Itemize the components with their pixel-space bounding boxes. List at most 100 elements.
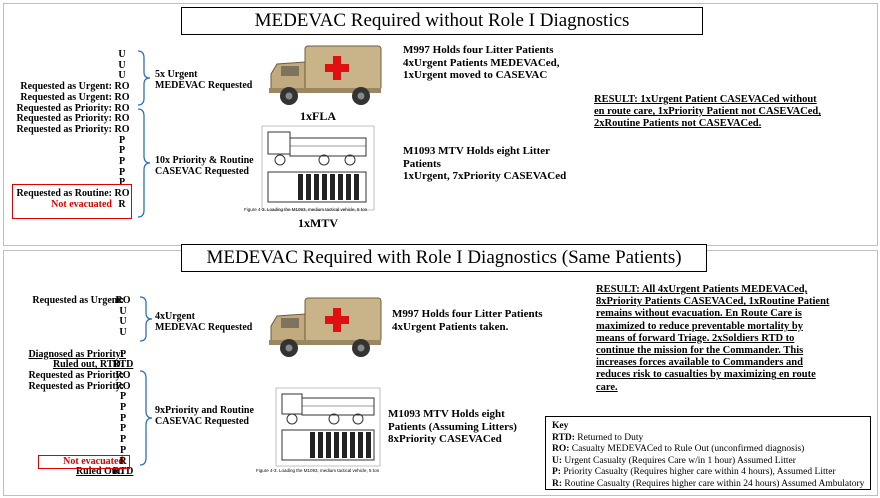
list-item xyxy=(6,307,124,318)
bottom-codes: RO U U U P RTD RO RO P P P P P P R RTD xyxy=(112,295,134,478)
list-item xyxy=(6,392,124,403)
list-item xyxy=(6,403,124,414)
casualty-code: P xyxy=(119,444,127,456)
text-line: M1093 MTV Holds eight xyxy=(388,408,505,420)
bottom-left-labels: Requested as Urgent: Diagnosed as Priori… xyxy=(6,295,124,478)
casualty-code: P xyxy=(118,145,126,157)
list-item xyxy=(6,317,124,328)
text-line: en route care, 1xPriority Patient not CA… xyxy=(594,106,821,118)
text-line: care. xyxy=(596,381,618,393)
casualty-code: P xyxy=(118,166,126,178)
text-line: Patients (Assuming Litters) xyxy=(388,420,517,433)
casualty-code xyxy=(112,339,134,350)
key-item: P: Priority Casualty (Requires higher ca… xyxy=(552,467,836,477)
top-bracket-2 xyxy=(137,108,151,218)
not-evacuated-box xyxy=(38,455,130,469)
not-evacuated-label: Not evacuated xyxy=(63,455,124,467)
list-item: Requested as Urgent: xyxy=(20,81,112,93)
key-item: RTD: Returned to Duty xyxy=(552,432,644,443)
casualty-code: P xyxy=(119,423,127,435)
casualty-code: RO xyxy=(115,380,131,392)
list-item xyxy=(6,424,124,435)
list-item: Requested as Priority: xyxy=(28,369,124,381)
bottom-group2-label: 9xPriority and Routine CASEVAC Requested xyxy=(155,405,254,427)
top-mtv-text: M1093 MTV Holds eight Litter Patients 1x… xyxy=(403,145,566,183)
not-evacuated-box xyxy=(12,184,132,219)
list-item: Requested as Urgent: xyxy=(32,295,124,306)
bottom-mtv-text: M1093 MTV Holds eight Patients (Assuming… xyxy=(388,408,517,446)
list-item: Requested as Priority: xyxy=(16,113,112,125)
casualty-code: P xyxy=(119,412,127,424)
list-item xyxy=(6,61,112,72)
text-line: RESULT: 1xUrgent Patient CASEVACed witho… xyxy=(594,94,817,105)
top-left-labels: Requested as Urgent: Requested as Urgent… xyxy=(6,50,112,211)
text-line: M997 Holds four Litter Patients xyxy=(403,44,554,56)
casualty-code: RTD xyxy=(112,359,134,371)
list-item xyxy=(6,50,112,61)
ambulance-icon xyxy=(269,297,382,357)
list-item xyxy=(6,146,112,157)
top-bracket-1 xyxy=(137,50,151,106)
top-group2-label: 10x Priority & Routine CASEVAC Requested xyxy=(155,155,254,177)
text-line: M1093 MTV Holds eight Litter xyxy=(403,145,551,157)
text-line: 2xRoutine Patients not CASEVACed. xyxy=(594,118,762,130)
key-item: RO: Casualty MEDEVACed to Rule Out (unco… xyxy=(552,444,805,454)
text-line: 4xUrgent Patients MEDEVACed, xyxy=(403,56,560,69)
casualty-code: R xyxy=(119,455,127,467)
top-result: RESULT: 1xUrgent Patient CASEVACed witho… xyxy=(594,94,821,131)
text-line: 4xUrgent Patients taken. xyxy=(392,320,509,333)
bottom-fla-text: M997 Holds four Litter Patients 4xUrgent… xyxy=(392,308,543,333)
casualty-code: RO xyxy=(114,91,130,103)
list-item xyxy=(6,435,124,446)
text-line: remains without evacuation. En Route Car… xyxy=(596,308,802,320)
list-item: Requested as Priority: xyxy=(28,380,124,392)
bottom-result: RESULT: All 4xUrgent Patients MEDEVACed,… xyxy=(596,284,829,394)
text-line: Patients xyxy=(403,157,441,170)
casualty-code: U xyxy=(118,49,126,60)
casualty-code: R xyxy=(118,198,126,210)
mtv-caption: 1xMTV xyxy=(298,216,338,230)
casualty-code: RO xyxy=(114,123,130,135)
casualty-code: P xyxy=(118,134,126,146)
list-item: Requested as Routine: xyxy=(16,188,112,200)
text-line: reduces risk to casualties by maximizing… xyxy=(596,369,816,381)
list-item: Requested as Priority: xyxy=(16,123,112,135)
list-item: Ruled out, RTD: xyxy=(52,359,124,371)
top-codes: U U U RO RO RO RO RO P P P P P RO R xyxy=(112,49,132,211)
bottom-group1-label: 4xUrgent MEDEVAC Requested xyxy=(155,311,253,333)
key-title: Key xyxy=(552,421,569,431)
mtv-truck-icon xyxy=(275,387,381,467)
list-item: Diagnosed as Priority: xyxy=(28,348,124,360)
key-item: U: Urgent Casualty (Requires Care w/in 1… xyxy=(552,455,796,466)
key-item: R: Routine Casualty (Requires higher car… xyxy=(552,478,865,489)
casualty-code: RTD xyxy=(112,466,134,478)
casualty-code: P xyxy=(119,434,127,446)
casualty-code: U xyxy=(119,327,127,339)
casualty-code: RO xyxy=(115,295,131,306)
casualty-code: RO xyxy=(114,81,130,93)
casualty-code: P xyxy=(118,177,126,189)
not-evacuated-label: Not evacuated xyxy=(51,198,112,210)
bottom-bracket-1 xyxy=(139,296,153,342)
text-line: M997 Holds four Litter Patients xyxy=(392,308,543,320)
list-item xyxy=(6,136,112,147)
fla-caption: 1xFLA xyxy=(300,109,336,123)
list-item xyxy=(6,157,112,168)
casualty-code: RO xyxy=(114,113,130,125)
text-line: 8xPriority CASEVACed xyxy=(388,433,502,445)
text-line: increases forces available to Commanders… xyxy=(596,357,803,369)
casualty-code: P xyxy=(119,348,127,360)
casualty-code: U xyxy=(119,316,127,328)
casualty-code: U xyxy=(118,59,126,71)
casualty-code: RO xyxy=(114,102,130,114)
bottom-bracket-2 xyxy=(139,370,153,466)
list-item xyxy=(6,168,112,179)
list-item xyxy=(6,414,124,425)
legend-key: Key RTD: Returned to Duty RO: Casualty M… xyxy=(545,416,871,490)
casualty-code: RO xyxy=(115,369,131,381)
casualty-code: U xyxy=(119,305,127,317)
text-line: 8xPriority Patients CASEVACed, 1xRoutine… xyxy=(596,296,830,308)
top-group1-label: 5x Urgent MEDEVAC Requested xyxy=(155,69,253,91)
casualty-code: U xyxy=(118,70,126,82)
list-item: Requested as Urgent: xyxy=(20,91,112,103)
